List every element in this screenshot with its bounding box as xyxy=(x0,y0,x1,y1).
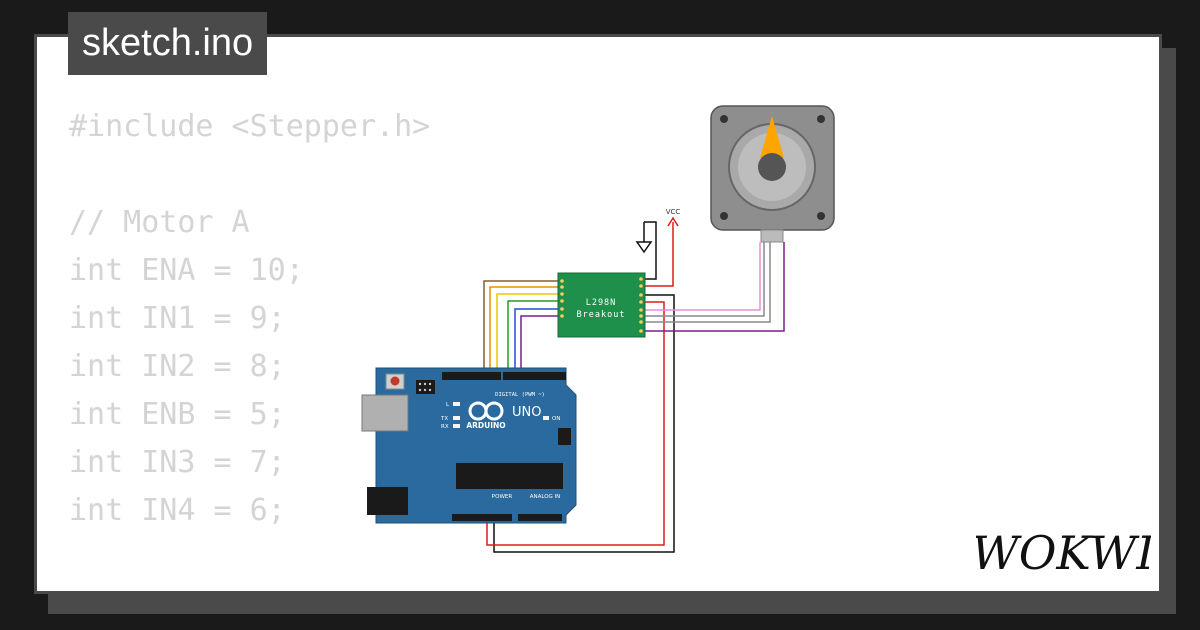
wire-5v-arduino xyxy=(486,301,665,546)
code-line: // Motor A xyxy=(69,205,250,240)
code-line: int IN2 = 8; xyxy=(69,349,286,384)
code-line: int IN1 = 9; xyxy=(69,301,286,336)
led-l xyxy=(453,402,460,406)
code-line: int IN4 = 6; xyxy=(69,493,286,528)
wire-motor-b-plus xyxy=(643,242,771,323)
wire-gnd-driver xyxy=(643,221,657,280)
driver-label-model: L298N xyxy=(586,298,617,308)
digital-label: DIGITAL (PWM ~) xyxy=(495,392,545,398)
driver-label-breakout: Breakout xyxy=(577,310,626,320)
wokwi-logo: WOKWI xyxy=(976,526,1151,577)
wire-in4 xyxy=(514,308,560,377)
arduino-brand: ARDUINO xyxy=(466,421,505,430)
led-on xyxy=(543,416,549,420)
code-line: int IN3 = 7; xyxy=(69,445,286,480)
wire-motor-a-plus xyxy=(643,242,761,311)
led-on-label: ON xyxy=(552,416,560,422)
ground-symbol xyxy=(635,222,653,254)
arduino-model: UNO xyxy=(512,405,541,420)
motor-screw xyxy=(720,115,728,123)
wokwi-logo-text: WOKWI xyxy=(976,526,1151,577)
vcc-label: VCC xyxy=(666,208,681,216)
wire-in2 xyxy=(496,293,560,377)
file-name-tab[interactable]: sketch.ino xyxy=(68,12,268,75)
motor-connector xyxy=(760,229,784,243)
stepper-motor[interactable] xyxy=(710,105,835,243)
motor-screw xyxy=(817,212,825,220)
wire-motor-b-minus xyxy=(643,242,785,332)
arduino-uno[interactable]: DIGITAL (PWM ~) L TX RX ON UNO ARDUINO P… xyxy=(361,367,577,524)
code-line: const int stepsPerRevolution = 100; xyxy=(69,583,701,591)
code-listing: #include <Stepper.h> // Motor A int ENA = … xyxy=(69,103,701,591)
l298n-driver[interactable]: L298N Breakout xyxy=(557,272,646,338)
wire-gnd-arduino xyxy=(493,294,675,553)
power-label: POWER xyxy=(492,494,513,500)
wires[interactable] xyxy=(483,221,785,553)
motor-screw xyxy=(817,115,825,123)
analog-label: ANALOG IN xyxy=(530,494,561,500)
digital-header-right xyxy=(503,372,566,380)
code-line: int ENA = 10; xyxy=(69,253,304,288)
analog-header xyxy=(518,514,562,521)
arduino-infinity-logo xyxy=(468,401,504,421)
wire-motor-a-minus xyxy=(643,242,765,317)
led-tx-label: TX xyxy=(440,416,448,422)
motor-shaft xyxy=(758,153,786,181)
led-l-label: L xyxy=(446,402,450,408)
atmega-chip xyxy=(456,463,563,489)
code-line: int ENB = 5; xyxy=(69,397,286,432)
dc-jack xyxy=(367,487,408,515)
icsp-pins xyxy=(418,382,432,392)
vcc-symbol: VCC xyxy=(666,208,681,227)
power-header xyxy=(452,514,512,521)
side-icsp-header xyxy=(558,428,571,445)
led-rx-label: RX xyxy=(441,424,449,430)
code-line: #include <Stepper.h> xyxy=(69,109,431,144)
digital-header-left xyxy=(442,372,501,380)
icsp-header xyxy=(416,380,435,394)
motor-screw xyxy=(720,212,728,220)
wire-vcc-driver xyxy=(643,222,674,287)
wire-in1 xyxy=(489,286,560,377)
reset-button-cap xyxy=(390,376,400,386)
driver-board xyxy=(557,272,646,338)
wire-ena xyxy=(483,280,560,377)
wire-enb xyxy=(520,315,560,377)
motor-pointer xyxy=(760,116,784,158)
led-rx xyxy=(453,424,460,428)
led-tx xyxy=(453,416,460,420)
wire-in3 xyxy=(507,300,560,377)
usb-connector xyxy=(361,394,409,432)
driver-pins xyxy=(560,277,643,333)
